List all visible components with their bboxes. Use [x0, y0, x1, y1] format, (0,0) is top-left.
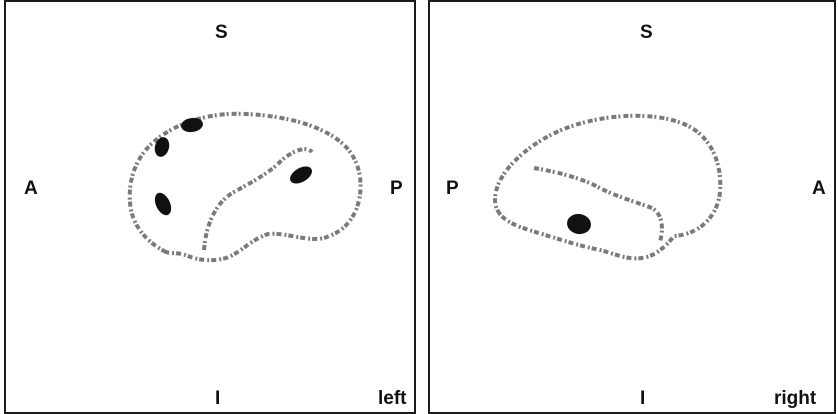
posterior-label: P	[390, 178, 403, 199]
sylvian-fissure	[533, 166, 664, 243]
left-brain-outline	[127, 111, 363, 263]
lesion-inferior-frontal	[154, 192, 172, 216]
sylvian-fissure	[202, 147, 314, 251]
anterior-label: A	[812, 178, 826, 199]
cerebrum-outline	[493, 113, 723, 261]
inferior-label: I	[215, 388, 221, 409]
lesion-temporal	[567, 213, 591, 235]
lesion-parietal	[290, 166, 312, 184]
left-hemisphere-panel: S A P I left	[4, 0, 416, 414]
lesions	[567, 213, 591, 235]
lesions	[154, 117, 312, 216]
anterior-label: A	[24, 178, 38, 199]
superior-label: S	[640, 22, 653, 43]
right-hemisphere-panel: S P A I right	[428, 0, 836, 414]
cerebrum-outline	[127, 111, 363, 263]
right-brain-outline	[493, 113, 723, 261]
hemisphere-label: left	[378, 388, 407, 409]
lesion-anterior-frontal	[154, 137, 170, 157]
superior-label: S	[215, 22, 228, 43]
inferior-label: I	[640, 388, 646, 409]
hemisphere-label: right	[774, 388, 817, 409]
lesion-superior-frontal	[181, 117, 203, 133]
posterior-label: P	[446, 178, 459, 199]
